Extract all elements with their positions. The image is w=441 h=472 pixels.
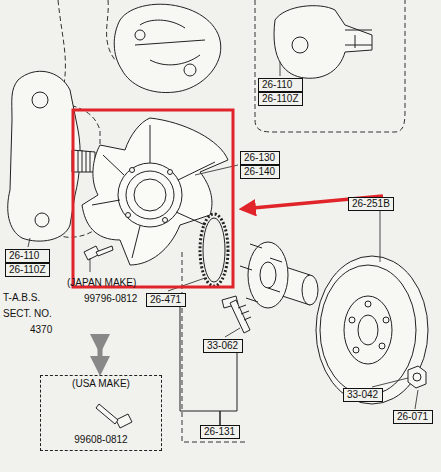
steering-knuckle (72, 150, 95, 172)
lock-nut (413, 373, 421, 381)
leader-line (168, 278, 205, 291)
shield-screw (96, 246, 113, 256)
part-number: 26-110Z (262, 93, 299, 105)
part-number-box: 33-042 (343, 388, 383, 402)
lock-nut (408, 366, 426, 388)
brake-rotor (379, 343, 385, 349)
part-number: 26-471 (150, 294, 182, 306)
part-number-box: 26-140 (240, 165, 280, 179)
abs-sensor-ring (200, 214, 228, 286)
brake-rotor (353, 347, 359, 353)
hub-bolt (222, 296, 251, 333)
section-reference: T-A.B.S. (3, 292, 40, 304)
part-number-box: 26-131 (200, 425, 240, 439)
part-number: 26-110 (9, 250, 46, 262)
part-number: 26-130 (244, 152, 276, 164)
section-reference: SECT. NO. (3, 308, 52, 320)
part-number-box: 26-110Z (5, 263, 50, 277)
leader-line (280, 62, 281, 76)
brake-rotor (344, 296, 392, 364)
alternative-arrow (98, 344, 103, 366)
part-number-box: 26-471 (146, 293, 186, 307)
dust-shield (126, 213, 131, 218)
steering-knuckle (274, 6, 372, 79)
brake-rotor (320, 265, 416, 395)
dashed-region (255, 0, 405, 132)
part-number-box: 26-110 (258, 78, 303, 92)
part-number: 26-110 (262, 79, 299, 91)
bracket-line (220, 353, 237, 425)
steering-knuckle (184, 64, 196, 76)
part-number-box: 26-110 (5, 249, 50, 263)
shield-screw (84, 246, 132, 428)
steering-knuckle (78, 150, 90, 172)
leader-line (90, 258, 91, 272)
brake-rotor (316, 256, 428, 404)
steering-knuckle (345, 30, 372, 48)
lock-nut (408, 366, 426, 388)
variant-note: 99796-0812 (84, 293, 137, 305)
abs-sensor-ring (203, 218, 225, 282)
brake-rotor (365, 301, 371, 307)
brake-rotor (349, 317, 355, 323)
part-number: 26-131 (204, 426, 236, 438)
part-number: 26-071 (397, 411, 429, 423)
dust-shield (134, 179, 166, 211)
variant-frame: (USA MAKE) 99608-0812 (40, 375, 162, 451)
leader-line (225, 328, 240, 337)
highlight-frame (73, 110, 383, 287)
brake-rotor (316, 256, 428, 404)
steering-knuckle (8, 71, 80, 241)
leader-line (415, 390, 418, 409)
steering-knuckle (135, 30, 145, 40)
abs-sensor-ring (200, 214, 228, 286)
steering-knuckle (135, 20, 205, 65)
variant-note: 99608-0812 (41, 434, 161, 445)
dust-shield (82, 118, 228, 265)
part-number: 26-251B (352, 198, 390, 210)
section-reference: 4370 (30, 324, 52, 336)
part-number-box: 26-251B (348, 197, 394, 211)
highlight-frame (73, 110, 233, 287)
wheel-hub (248, 242, 288, 308)
wheel-hub (260, 262, 276, 288)
part-number-box: 26-071 (393, 410, 433, 424)
dashed-region (182, 252, 246, 442)
wheel-hub (302, 275, 318, 305)
dust-shield (92, 125, 215, 258)
part-number: 26-140 (244, 166, 276, 178)
dust-shield (126, 171, 174, 219)
leader-line (380, 210, 381, 262)
dust-shield (163, 218, 168, 223)
part-number-box: 26-130 (240, 151, 280, 165)
wheel-hub (240, 242, 318, 308)
brake-rotor (383, 317, 389, 323)
brake-rotor (358, 315, 378, 345)
leader-line (372, 378, 408, 387)
steering-knuckle (35, 213, 49, 227)
dust-shield (168, 170, 173, 175)
shield-screw (116, 414, 132, 428)
steering-knuckle (292, 37, 308, 53)
part-number: 33-062 (207, 340, 239, 352)
steering-knuckle (32, 92, 48, 108)
dust-shield (82, 118, 228, 265)
part-number-box: 33-062 (203, 339, 243, 353)
dust-shield (118, 163, 182, 227)
bracket-line (180, 307, 220, 425)
variant-note: (JAPAN MAKE) (67, 277, 136, 289)
alternative-arrow (98, 344, 103, 366)
part-number-box: 26-110Z (258, 92, 303, 106)
shield-screw (96, 404, 118, 424)
dashed-region (107, 0, 115, 60)
part-number: 26-110Z (9, 264, 46, 276)
variant-note: (USA MAKE) (41, 378, 161, 389)
wheel-hub (240, 244, 282, 302)
part-number: 33-042 (347, 389, 379, 401)
leader-line (28, 62, 418, 409)
leader-line (28, 238, 30, 247)
steering-knuckle (114, 4, 221, 92)
hub-bolt (238, 305, 251, 320)
dust-shield (130, 168, 135, 173)
